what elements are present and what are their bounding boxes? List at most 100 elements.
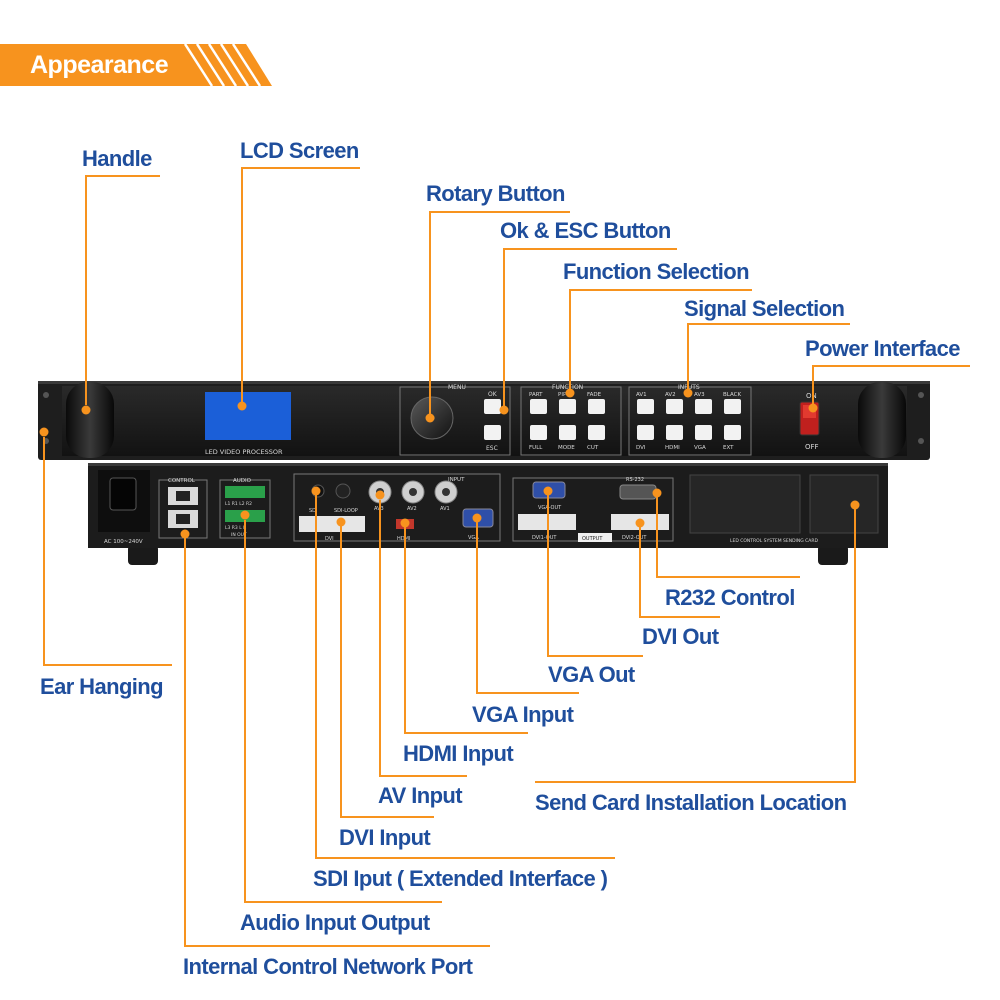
vga-label: VGA [468, 535, 479, 541]
function-buttons: PART PIP FADE FULL MODE CUT [529, 392, 605, 451]
button-label: PIP [558, 392, 567, 398]
button-label: AV2 [665, 392, 676, 398]
button-label: AV3 [694, 392, 705, 398]
label-dvi-input: DVI Input [339, 825, 431, 850]
sdi-label: SDI [309, 508, 318, 514]
esc-button[interactable] [484, 425, 501, 440]
banner-shape [0, 44, 272, 86]
ear-hole-icon [918, 438, 924, 444]
lcd-screen [205, 392, 291, 440]
label-signal-selection: Signal Selection [684, 296, 845, 321]
foot [128, 545, 158, 565]
ac-inlet [109, 477, 137, 511]
esc-label: ESC [486, 445, 498, 452]
button-label: MODE [558, 445, 575, 451]
ok-button[interactable] [484, 399, 501, 414]
audio-terminal-block [225, 486, 265, 498]
label-ear-hanging: Ear Hanging [40, 674, 164, 699]
hdmi-label: HDMI [397, 536, 410, 542]
audio-row2-label: L3 R3 L R [225, 525, 246, 531]
audio-row1-label: L1 R1 L2 R2 [225, 501, 252, 507]
lcd-caption: LED VIDEO PROCESSOR [205, 448, 283, 456]
audio-label: AUDIO [233, 478, 252, 484]
function-label: FUNCTION [552, 384, 583, 391]
foot [818, 545, 848, 565]
ear-hole-icon [43, 392, 49, 398]
button-label: AV1 [636, 392, 647, 398]
label-dvi-out: DVI Out [642, 624, 719, 649]
panel-button-mode[interactable] [559, 425, 576, 440]
panel-button-av2[interactable] [666, 399, 683, 414]
input-buttons: AV1 AV2 AV3 BLACK DVI HDMI VGA EXT [636, 392, 741, 451]
av1-label: AV1 [440, 506, 450, 512]
send-card-bay [689, 474, 801, 534]
button-label: DVI [636, 445, 646, 451]
panel-button-dvi[interactable] [637, 425, 654, 440]
left-handle [66, 382, 114, 458]
label-audio-io: Audio Input Output [240, 910, 430, 935]
label-vga-input: VGA Input [472, 702, 574, 727]
label-rotary-button: Rotary Button [426, 181, 565, 206]
label-lcd-screen: LCD Screen [240, 138, 359, 163]
panel-button-full[interactable] [530, 425, 547, 440]
panel-button-ext[interactable] [724, 425, 741, 440]
dvi2-out-label: DVI2-OUT [622, 535, 647, 541]
button-label: FADE [587, 392, 602, 398]
label-ok-esc-button: Ok & ESC Button [500, 218, 671, 243]
av2-label: AV2 [407, 506, 417, 512]
dvi-in-port [299, 516, 365, 532]
button-label: FULL [529, 445, 543, 451]
label-function-selection: Function Selection [563, 259, 750, 284]
label-power-interface: Power Interface [805, 336, 960, 361]
panel-button-hdmi[interactable] [666, 425, 683, 440]
callout-lines [39, 167, 970, 947]
vga-out-label: VGA-OUT [538, 505, 562, 511]
panel-button-part[interactable] [530, 399, 547, 414]
panel-button-black[interactable] [724, 399, 741, 414]
section-banner: Appearance [0, 44, 272, 86]
send-card-label: LED CONTROL SYSTEM SENDING CARD [730, 538, 819, 544]
section-title: Appearance [30, 51, 169, 79]
label-handle: Handle [82, 146, 152, 171]
rear-panel: AC 100~240V CONTROL AUDIO L1 R1 L2 R2 L3… [88, 463, 888, 565]
front-panel: LED VIDEO PROCESSOR MENU OK ESC FUNCTION… [38, 381, 930, 460]
dvi-label: DVI [325, 536, 334, 542]
panel-button-av1[interactable] [637, 399, 654, 414]
panel-button-cut[interactable] [588, 425, 605, 440]
av3-label: AV3 [374, 506, 384, 512]
control-label: CONTROL [168, 478, 196, 484]
power-off-label: OFF [805, 443, 819, 451]
button-label: PART [529, 392, 543, 398]
panel-button-fade[interactable] [588, 399, 605, 414]
ok-label: OK [488, 391, 498, 398]
right-handle [858, 382, 906, 458]
label-av-input: AV Input [378, 783, 463, 808]
button-label: VGA [694, 445, 706, 451]
button-label: EXT [723, 445, 734, 451]
panel-button-av3[interactable] [695, 399, 712, 414]
button-label: BLACK [723, 392, 741, 398]
power-on-label: ON [806, 392, 817, 400]
panel-button-pip[interactable] [559, 399, 576, 414]
rs232-port [619, 484, 657, 500]
dvi1-out-label: DVI1-OUT [532, 535, 557, 541]
button-label: CUT [587, 445, 599, 451]
ear-hole-icon [918, 392, 924, 398]
label-send-card-location: Send Card Installation Location [535, 790, 847, 815]
input-block-label: INPUT [448, 477, 465, 483]
audio-io-label: IN OUT [231, 532, 247, 538]
send-card-bay [809, 474, 879, 534]
label-network-port: Internal Control Network Port [183, 954, 473, 979]
label-hdmi-input: HDMI Input [403, 741, 514, 766]
menu-label: MENU [448, 384, 466, 391]
ac-label: AC 100~240V [104, 539, 143, 545]
panel-button-vga[interactable] [695, 425, 712, 440]
sdi-loop-label: SDI-LOOP [334, 508, 358, 514]
label-sdi-input: SDI Iput ( Extended Interface ) [313, 866, 608, 891]
label-r232-control: R232 Control [665, 585, 795, 610]
label-vga-out: VGA Out [548, 662, 635, 687]
button-label: HDMI [665, 445, 680, 451]
sdi-loop-connector [335, 483, 351, 499]
output-label: OUTPUT [582, 536, 603, 542]
